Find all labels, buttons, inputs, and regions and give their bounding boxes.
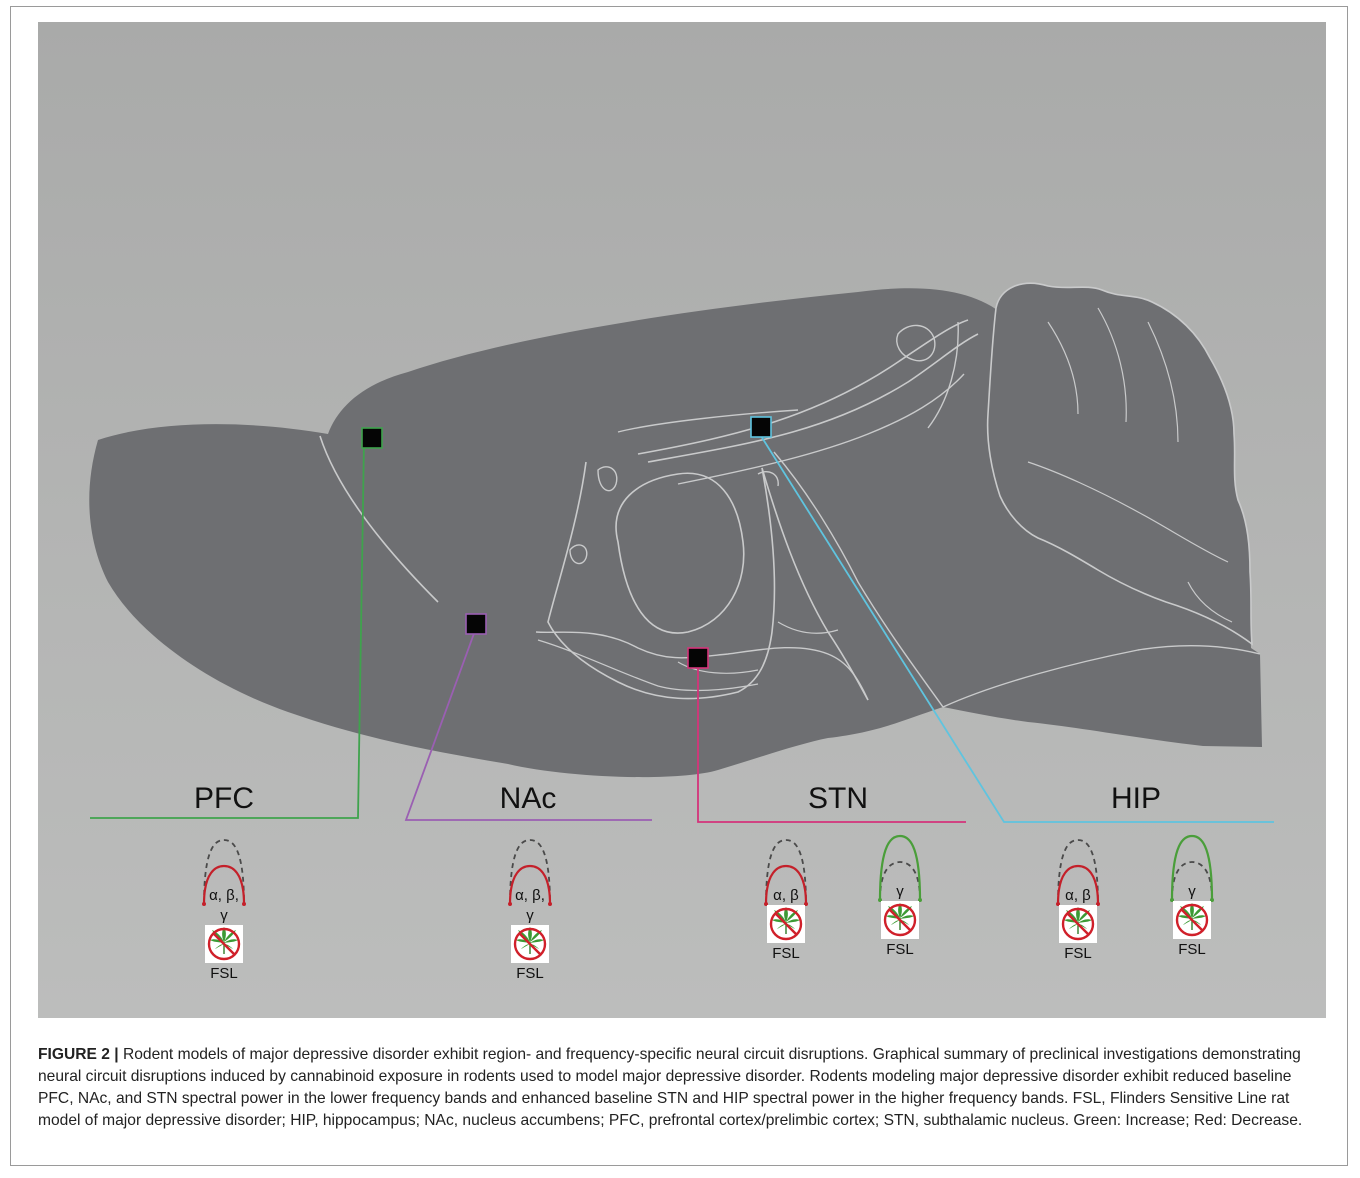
curve-end-dot (202, 902, 206, 906)
band-label-continued: γ (526, 907, 534, 924)
no-cannabis-icon (205, 925, 243, 963)
model-label: FSL (1178, 941, 1206, 958)
band-label: γ (1188, 883, 1196, 900)
leader-lines (90, 435, 1274, 823)
baseline-curve (879, 861, 921, 901)
no-cannabis-icon (1059, 905, 1097, 943)
figure-caption: FIGURE 2 | Rodent models of major depres… (38, 1044, 1330, 1132)
no-cannabis-icon (767, 905, 805, 943)
band-label: α, β (1065, 887, 1091, 904)
curve-end-dot (548, 902, 552, 906)
region-marker-stn (687, 647, 709, 669)
baseline-curve (765, 839, 807, 905)
decrease-curve (202, 864, 246, 905)
baseline-curve (1057, 839, 1099, 905)
curve-end-dot (242, 902, 246, 906)
increase-curve (878, 834, 922, 901)
band-label: α, β, (515, 887, 545, 904)
region-marker-pfc (361, 427, 383, 449)
model-label: FSL (1064, 945, 1092, 962)
leader-line-stn (697, 662, 966, 823)
model-label: FSL (772, 945, 800, 962)
no-cannabis-icon (511, 925, 549, 963)
leader-line-nac (404, 627, 652, 821)
increase-curve (1170, 834, 1214, 901)
decrease-curve (508, 864, 552, 905)
region-marker-hip (750, 416, 772, 438)
caption-text: Rodent models of major depressive disord… (38, 1046, 1303, 1129)
curve-end-dot (508, 902, 512, 906)
leader-line-hip (760, 435, 1274, 823)
caption-label: FIGURE 2 | (38, 1046, 119, 1063)
baseline-curve (203, 839, 245, 905)
region-markers (361, 416, 772, 669)
indicator-stn-decrease: α, β FSL (764, 839, 808, 962)
model-label: FSL (886, 941, 914, 958)
region-labels: PFC NAc STN HIP (194, 782, 1161, 815)
region-marker-nac (465, 613, 487, 635)
baseline-curve (509, 839, 551, 905)
leader-line-pfc (90, 441, 365, 819)
no-cannabis-icon (1173, 901, 1211, 939)
band-label: α, β (773, 887, 799, 904)
band-label: α, β, (209, 887, 239, 904)
model-label: FSL (210, 965, 238, 982)
decrease-curve (1056, 864, 1100, 905)
baseline-curve (1171, 861, 1213, 901)
region-label-hip: HIP (1111, 782, 1161, 815)
no-cannabis-icon (881, 901, 919, 939)
band-label: γ (896, 883, 904, 900)
region-label-stn: STN (808, 782, 868, 815)
brain-silhouette (89, 282, 1263, 778)
model-label: FSL (516, 965, 544, 982)
band-label-continued: γ (220, 907, 228, 924)
region-label-pfc: PFC (194, 782, 254, 815)
indicator-hip-decrease: α, β FSL (1056, 839, 1100, 962)
decrease-curve (764, 864, 808, 905)
region-label-nac: NAc (500, 782, 557, 815)
